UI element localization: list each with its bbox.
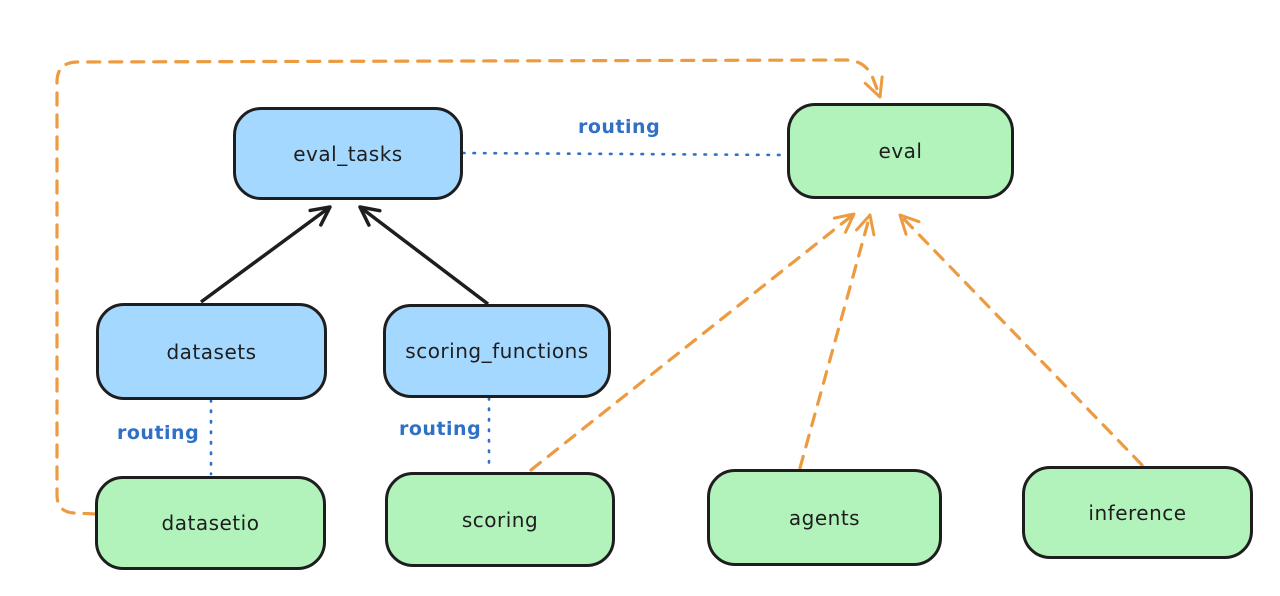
node-datasetio: datasetio <box>95 476 326 570</box>
node-scoring-functions: scoring_functions <box>383 304 611 398</box>
node-datasets-label: datasets <box>166 339 257 364</box>
node-eval: eval <box>787 103 1014 199</box>
edge-inference-to-eval-arrow <box>898 213 1144 467</box>
edge-eval-tasks-to-eval-routing <box>461 151 790 157</box>
node-datasetio-label: datasetio <box>161 511 260 535</box>
node-eval-tasks-label: eval_tasks <box>293 141 403 166</box>
edge-scoring-functions-to-eval-tasks-arrow <box>358 205 490 306</box>
node-scoring-functions-label: scoring_functions <box>405 339 589 363</box>
edge-label-routing-eval-tasks-eval: routing <box>578 116 661 138</box>
edge-agents-to-eval-arrow <box>798 213 876 470</box>
node-inference: inference <box>1022 466 1253 559</box>
node-agents-label: agents <box>788 505 861 530</box>
node-datasets: datasets <box>96 303 327 400</box>
node-scoring-label: scoring <box>461 507 539 532</box>
node-eval-label: eval <box>878 139 923 163</box>
node-scoring: scoring <box>385 472 615 567</box>
edge-label-routing-datasets-datasetio: routing <box>117 422 200 444</box>
node-agents: agents <box>707 469 942 566</box>
node-inference-label: inference <box>1088 500 1187 525</box>
edge-datasetio-to-eval-loop-arrow <box>55 58 884 516</box>
edge-label-routing-scoring-functions-scoring: routing <box>399 418 482 440</box>
edge-datasets-to-eval-tasks-arrow <box>199 205 332 304</box>
edge-scoring-to-eval-arrow <box>529 212 856 472</box>
node-eval-tasks: eval_tasks <box>233 107 463 200</box>
